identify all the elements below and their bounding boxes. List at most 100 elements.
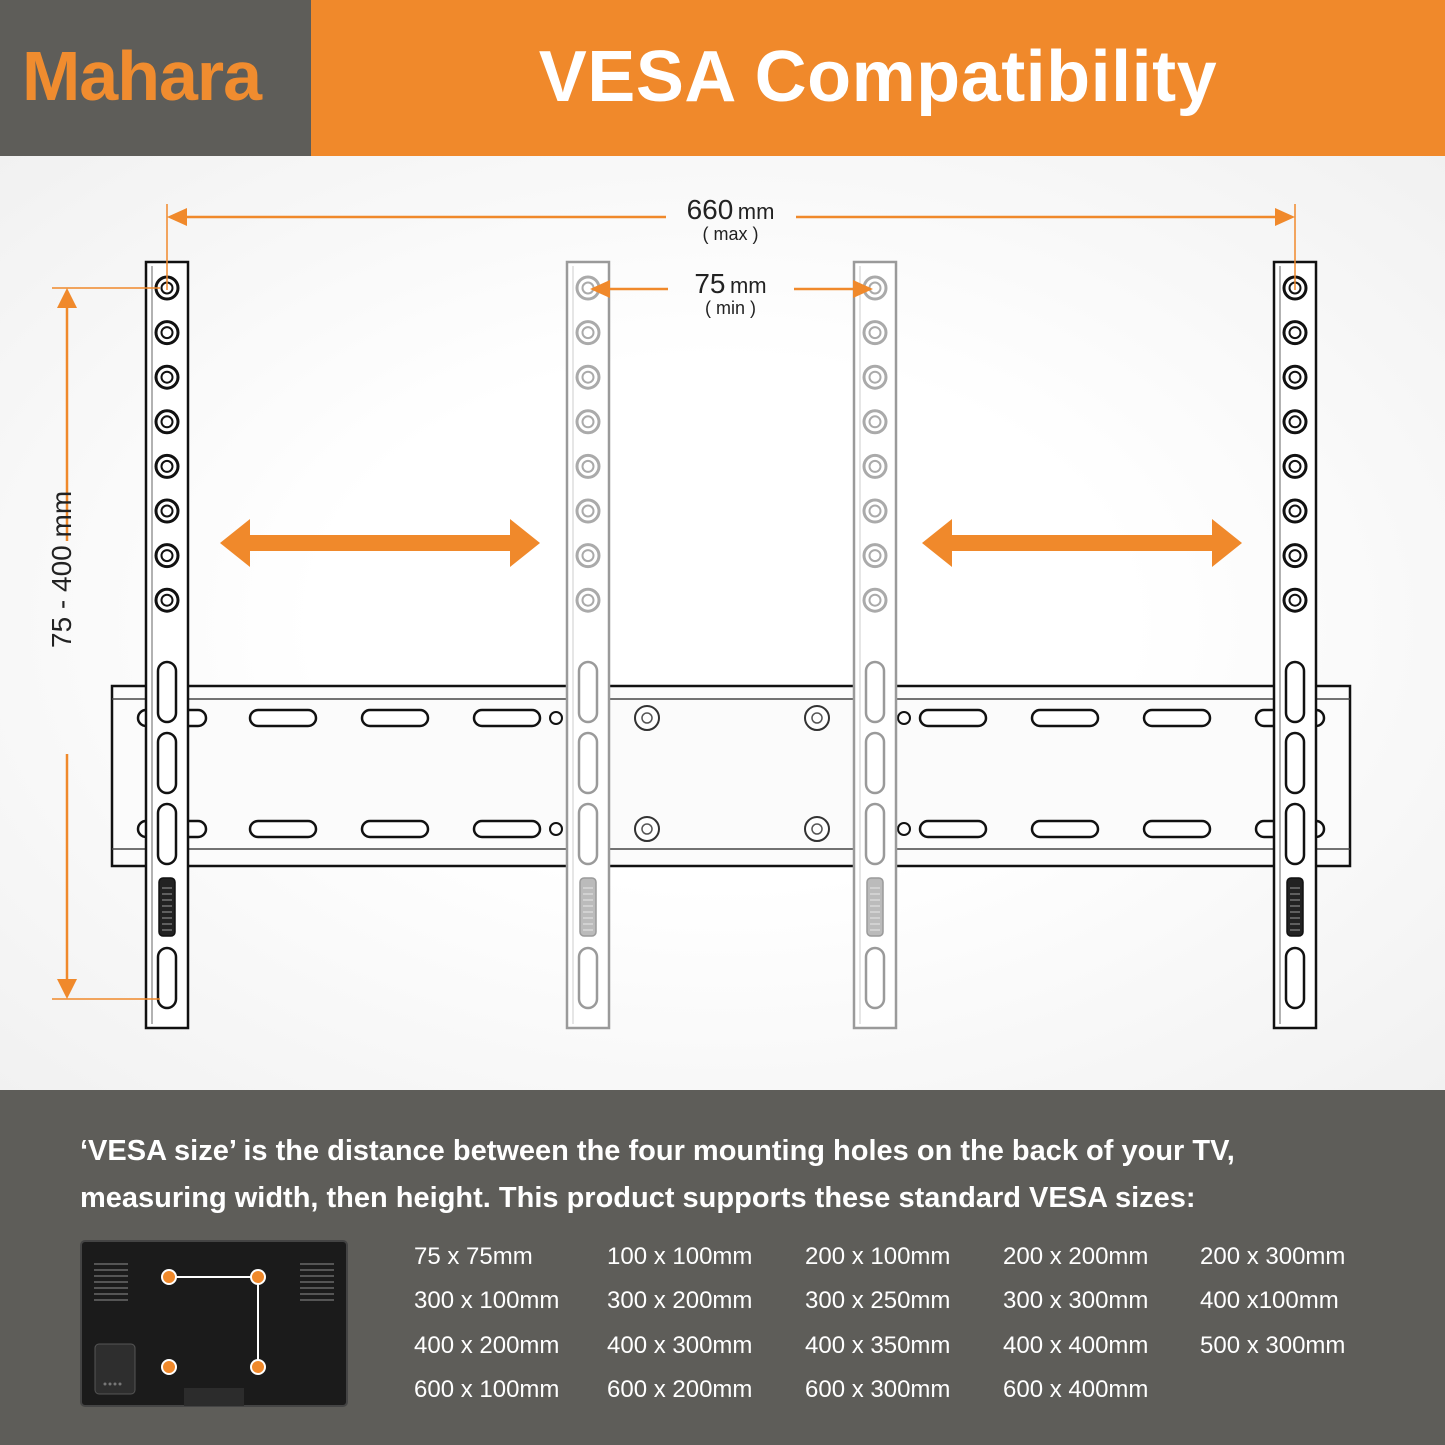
mount-diagram-svg	[52, 204, 1352, 1030]
page-title: VESA Compatibility	[538, 37, 1218, 117]
bracket-hole-inner	[868, 549, 882, 563]
bracket-slot	[577, 802, 599, 866]
bracket-slot	[864, 946, 886, 1010]
vesa-size-item: 600 x 200mm	[607, 1376, 753, 1403]
bracket-hole-inner	[581, 504, 595, 518]
bracket-hole-inner	[581, 326, 595, 340]
vesa-size-item: 75 x 75mm	[414, 1243, 533, 1270]
vesa-size-item: 200 x 100mm	[805, 1243, 951, 1270]
max-width-unit: mm	[737, 199, 775, 224]
vesa-size-item: 500 x 300mm	[1200, 1332, 1346, 1359]
max-width-arrowhead	[167, 208, 187, 226]
max-width-value: 660	[686, 194, 734, 225]
height-arrowhead	[57, 979, 77, 999]
bracket-hole-inner	[868, 415, 882, 429]
plate-bolt-center	[811, 823, 823, 835]
vesa-size-item: 600 x 100mm	[414, 1376, 560, 1403]
bracket-hole-inner	[868, 281, 882, 295]
wall-plate-slot	[360, 819, 430, 839]
wall-plate-slot	[360, 708, 430, 728]
title-panel: VESA Compatibility	[311, 0, 1445, 156]
bracket-slot	[864, 660, 886, 724]
mount-diagram: 660 mm ( max ) 75 mm ( min ) 75 - 400 mm	[0, 156, 1445, 1090]
plate-hole	[549, 711, 563, 725]
bracket-slot	[1284, 946, 1306, 1010]
bracket-hole-inner	[1288, 593, 1302, 607]
bracket-slot	[577, 660, 599, 724]
wall-plate-slot	[1030, 819, 1100, 839]
bracket-hole-inner	[581, 281, 595, 295]
min-width-label: 75 mm ( min )	[668, 268, 793, 319]
right-adjust-arrow-head	[922, 519, 952, 567]
bracket-lock	[158, 877, 176, 937]
brand-panel: Mahara	[0, 0, 311, 156]
bracket-slot	[577, 731, 599, 795]
bracket-hole-inner	[1288, 326, 1302, 340]
wall-plate-slot	[918, 819, 988, 839]
bracket-hole-inner	[160, 593, 174, 607]
vesa-description: ‘VESA size’ is the distance between the …	[80, 1135, 1235, 1214]
min-width-arrowhead	[590, 280, 610, 298]
max-width-note: ( max )	[702, 224, 759, 244]
bracket-slot	[1284, 731, 1306, 795]
vesa-size-item: 300 x 100mm	[414, 1287, 560, 1314]
plate-bolt-center	[641, 712, 653, 724]
vesa-size-item: 600 x 300mm	[805, 1376, 951, 1403]
bracket-slot	[156, 946, 178, 1010]
bracket-hole-inner	[1288, 504, 1302, 518]
bracket-hole-inner	[581, 593, 595, 607]
bracket-hole-inner	[868, 593, 882, 607]
left-adjust-arrow-head	[510, 519, 540, 567]
bracket-slot	[156, 731, 178, 795]
bracket-slot	[156, 660, 178, 724]
bracket-slot	[1284, 802, 1306, 866]
bracket-slot	[864, 731, 886, 795]
vesa-size-item: 300 x 200mm	[607, 1287, 753, 1314]
bracket-hole-inner	[868, 504, 882, 518]
wall-plate-slot	[1142, 708, 1212, 728]
plate-bolt-center	[811, 712, 823, 724]
vesa-size-item: 400 x 400mm	[1003, 1332, 1149, 1359]
plate-bolt-center	[641, 823, 653, 835]
bracket-hole-inner	[581, 370, 595, 384]
bracket-hole-inner	[160, 459, 174, 473]
bracket-hole-inner	[160, 326, 174, 340]
height-range-label: 75 - 400 mm	[46, 490, 77, 648]
vesa-size-item: 300 x 300mm	[1003, 1287, 1149, 1314]
bracket-hole-inner	[581, 459, 595, 473]
wall-plate-slot	[1030, 708, 1100, 728]
right-adjust-arrow-shaft	[950, 535, 1214, 551]
wall-plate-slot	[248, 708, 318, 728]
tv-back-illustration	[80, 1240, 348, 1407]
bracket-hole-inner	[868, 459, 882, 473]
max-width-arrowhead	[1275, 208, 1295, 226]
wall-plate-slot	[918, 708, 988, 728]
bracket-lock	[1286, 877, 1304, 937]
left-adjust-arrow-shaft	[248, 535, 512, 551]
bracket-hole-inner	[581, 549, 595, 563]
bracket-slot	[1284, 660, 1306, 724]
bracket-hole-inner	[1288, 415, 1302, 429]
bracket-lock	[866, 877, 884, 937]
plate-hole	[897, 822, 911, 836]
left-adjust-arrow-head	[220, 519, 250, 567]
bracket-hole-inner	[868, 370, 882, 384]
bracket-slot	[156, 802, 178, 866]
plate-hole	[549, 822, 563, 836]
bracket-hole-inner	[160, 504, 174, 518]
wall-plate-slot	[472, 819, 542, 839]
bracket-hole-inner	[160, 549, 174, 563]
vesa-size-item: 400 x 300mm	[607, 1332, 753, 1359]
vesa-size-item: 300 x 250mm	[805, 1287, 951, 1314]
min-width-arrowhead	[853, 280, 873, 298]
bracket-hole-inner	[868, 326, 882, 340]
bracket-hole-inner	[1288, 370, 1302, 384]
min-width-unit: mm	[729, 273, 767, 298]
right-adjust-arrow-head	[1212, 519, 1242, 567]
tv-back-svg	[80, 1240, 348, 1407]
min-width-note: ( min )	[705, 298, 756, 318]
bracket-slot	[864, 802, 886, 866]
info-panel: ‘VESA size’ is the distance between the …	[0, 1090, 1445, 1445]
height-arrowhead	[57, 288, 77, 308]
